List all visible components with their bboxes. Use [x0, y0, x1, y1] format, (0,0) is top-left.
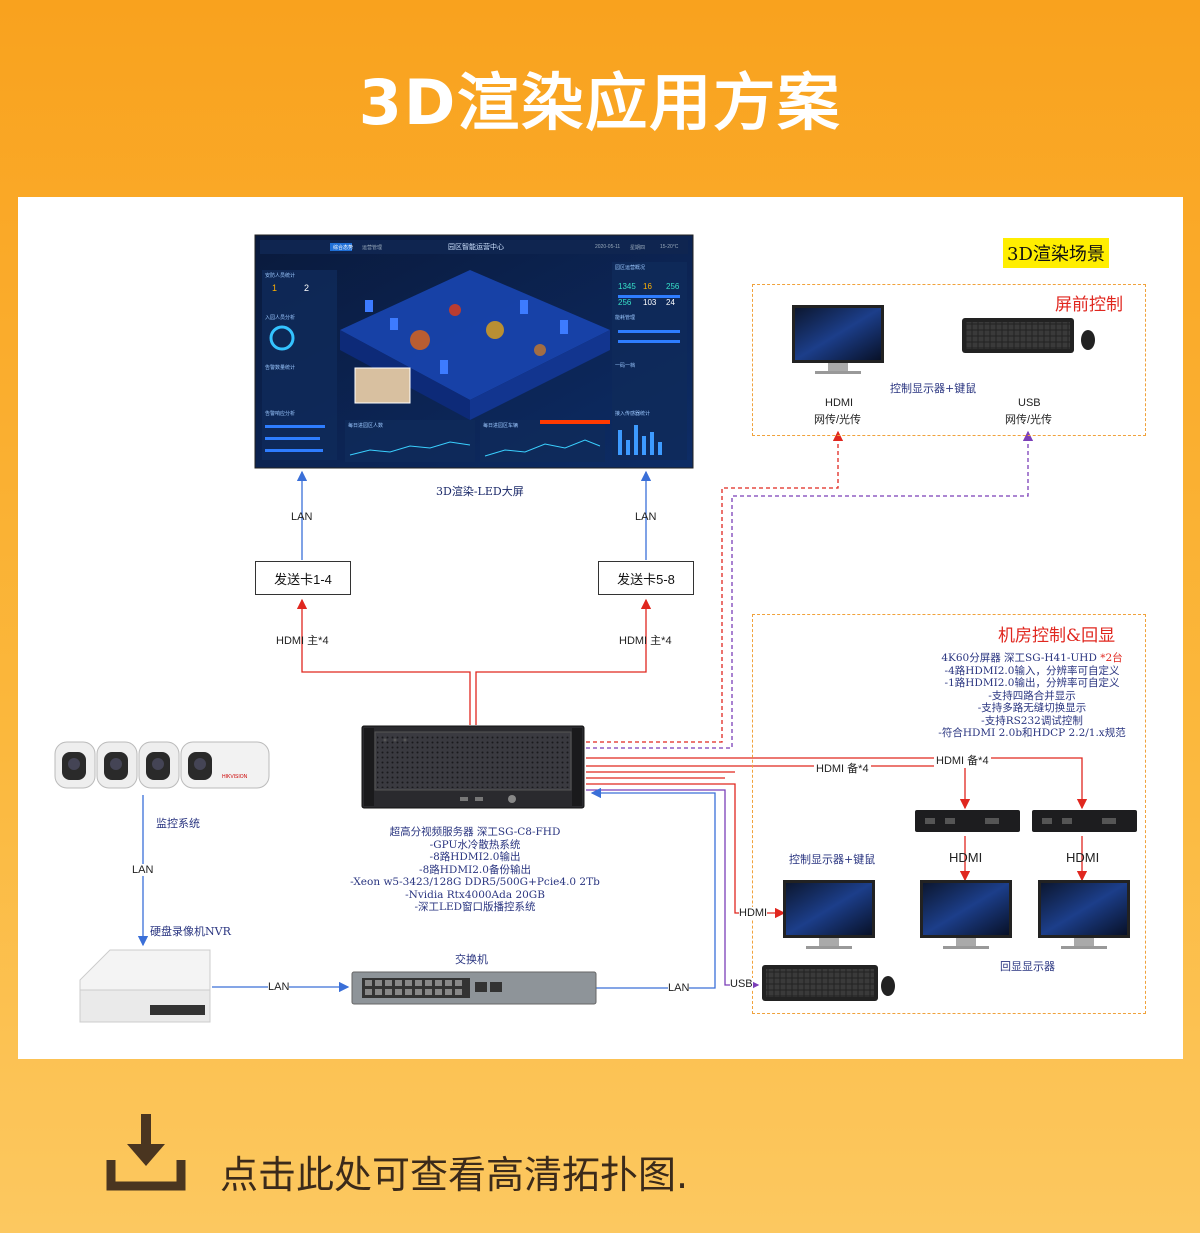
network-switch	[351, 971, 597, 1005]
front-control-caption: 控制显示器+键鼠	[890, 382, 977, 395]
led-stat-7: 103	[643, 298, 657, 307]
splitter-1	[915, 810, 1020, 832]
room-control-title: 机房控制&回显	[998, 626, 1116, 646]
nvr-device	[79, 949, 211, 1023]
front-hdmi-label: HDMI	[825, 397, 854, 409]
led-caption: 3D渲染-LED大屏	[436, 485, 524, 498]
led-stat-2: 2	[304, 283, 310, 293]
led-tab-other: 运营管理	[362, 245, 383, 251]
led-panel-left-2: 入园人员分析	[265, 315, 296, 321]
server-spec-item: -深工LED窗口版播控系统	[414, 901, 536, 913]
led-panel-right-3: 一码一档	[615, 363, 636, 369]
front-usb-sub: 网传/光传	[1005, 414, 1053, 426]
front-control-section	[752, 284, 1146, 436]
splitter-spec-item: -支持RS232调试控制	[981, 714, 1083, 727]
room-monitor-caption: 控制显示器+键鼠	[789, 853, 876, 866]
led-panel-left-3: 告警数量统计	[265, 365, 296, 371]
splitter-spec-title: 4K60分屏器 深工SG-H41-UHD	[941, 652, 1097, 664]
led-panel-right-4: 接入传感器统计	[615, 411, 651, 417]
led-screen-title: 园区智能运营中心	[448, 244, 504, 251]
hdmi-spare-label-1: HDMI 备*4	[934, 752, 991, 768]
room-control-section	[752, 614, 1146, 1014]
switch-caption: 交换机	[455, 953, 488, 966]
camera-brand-logo: HIKVISION	[222, 774, 248, 780]
front-usb-label: USB	[1018, 397, 1041, 409]
server-spec-item: -Xeon w5-3423/128G DDR5/500G+Pcie4.0 2Tb	[350, 876, 600, 888]
page-title: 3D渲染应用方案	[358, 66, 842, 139]
server-spec-title: 超高分视频服务器 深工SG-C8-FHD	[389, 826, 561, 838]
led-tab-active	[330, 243, 352, 251]
led-stat-1: 1	[272, 283, 278, 293]
splitter-spec-item: -1路HDMI2.0输出，分辨率可自定义	[944, 677, 1120, 689]
lan-camera-label: LAN	[132, 864, 154, 876]
splitter-spec-count: *2台	[1100, 652, 1123, 664]
nvr-caption: 硬盘录像机NVR	[150, 925, 231, 938]
led-panel-left-1: 安防人员统计	[265, 273, 296, 279]
front-keyboard	[962, 318, 1095, 353]
hdmi-spare-label-2: HDMI 备*4	[814, 760, 871, 776]
send-card-1-4: 发送卡1-4	[255, 561, 351, 595]
led-panel-bottom-1: 每日进园区人数	[348, 423, 384, 429]
led-temp: 15-20°C	[660, 244, 679, 250]
server-specs: 超高分视频服务器 深工SG-C8-FHD -GPU水冷散热系统 -8路HDMI2…	[350, 826, 600, 914]
lan-label-right: LAN	[635, 511, 657, 523]
cameras-caption: 监控系统	[156, 817, 200, 830]
room-hdmi-label: HDMI	[739, 907, 768, 919]
room-monitor	[783, 880, 875, 949]
splitter-specs: 4K60分屏器 深工SG-H41-UHD *2台 -4路HDMI2.0输入，分辨…	[922, 652, 1142, 740]
lan-nvr-label: LAN	[268, 981, 290, 993]
server-spec-item: -8路HDMI2.0输出	[429, 851, 521, 863]
led-date: 2020-05-11	[595, 244, 621, 250]
camera-feed-thumbnail	[354, 367, 411, 404]
led-tab-label: 综合态势	[333, 245, 354, 251]
led-panel-right-2: 能耗管理	[615, 315, 636, 321]
room-keyboard	[762, 965, 895, 1001]
room-usb-label: USB	[730, 978, 753, 990]
lan-label-left: LAN	[291, 511, 313, 523]
playback-caption: 回显显示器	[1000, 960, 1055, 973]
server-spec-item: -Nvidia Rtx4000Ada 20GB	[405, 888, 545, 901]
front-control-title: 屏前控制	[1055, 295, 1123, 315]
led-screen	[254, 234, 694, 469]
splitter-spec-item: -支持四路合并显示	[988, 689, 1076, 702]
front-monitor	[792, 305, 884, 374]
led-panel-right-1: 园区运营概况	[615, 265, 646, 271]
splitter-hdmi-label-1: HDMI	[949, 850, 983, 865]
led-stat-5: 256	[666, 282, 680, 291]
server-spec-item: -GPU水冷散热系统	[429, 838, 521, 851]
splitter-spec-item: -支持多路无缝切换显示	[977, 702, 1087, 714]
led-stat-8: 24	[666, 298, 675, 307]
led-stat-3: 1345	[618, 282, 636, 291]
led-stat-4: 16	[643, 282, 652, 291]
led-weekday: 星期四	[630, 245, 646, 251]
led-panel-left-4: 告警响应分析	[265, 411, 296, 417]
splitter-2	[1032, 810, 1137, 832]
send-card-5-8: 发送卡5-8	[598, 561, 694, 595]
led-panel-bottom-2: 每日进园区车辆	[483, 423, 519, 429]
cctv-cameras	[54, 741, 270, 789]
server-spec-item: -8路HDMI2.0备份输出	[419, 863, 531, 876]
lan-switch-label: LAN	[668, 982, 690, 994]
splitter-hdmi-label-2: HDMI	[1066, 850, 1100, 865]
splitter-spec-item: -符合HDMI 2.0b和HDCP 2.2/1.x规范	[938, 727, 1126, 739]
hdmi-main-label-right: HDMI 主*4	[619, 635, 672, 647]
hdmi-main-label-left: HDMI 主*4	[276, 635, 329, 647]
splitter-spec-item: -4路HDMI2.0输入，分辨率可自定义	[944, 664, 1120, 677]
front-hdmi-sub: 网传/光传	[814, 414, 862, 426]
playback-monitor-2	[1038, 880, 1130, 949]
video-server	[361, 725, 585, 809]
scene-badge: 3D渲染场景	[1003, 238, 1109, 268]
led-stat-6: 256	[618, 298, 632, 307]
playback-monitor-1	[920, 880, 1012, 949]
view-hd-topology-link[interactable]: 点击此处可查看高清拓扑图.	[220, 1153, 689, 1197]
download-icon[interactable]	[105, 1110, 187, 1192]
